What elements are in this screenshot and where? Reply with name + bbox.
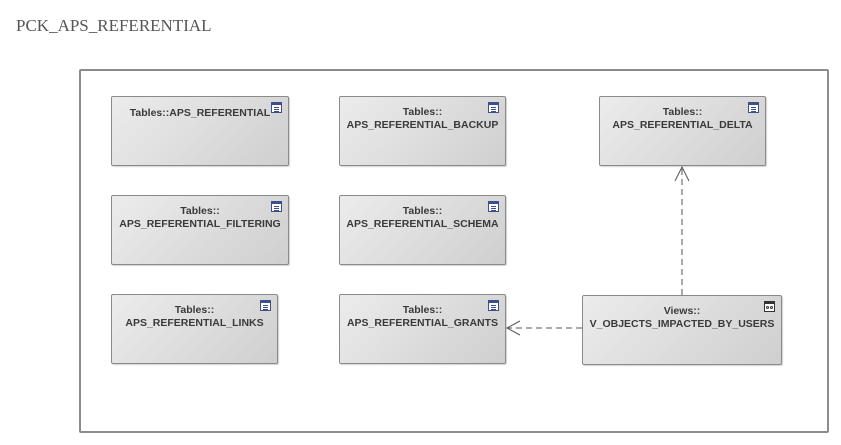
table-icon — [488, 201, 499, 212]
node-label-line2: V_OBJECTS_IMPACTED_BY_USERS — [589, 318, 775, 330]
table-icon — [488, 102, 499, 113]
dependency-connector-grants[interactable] — [505, 320, 582, 336]
view-icon — [764, 301, 775, 312]
view-v-objects-impacted-by-users[interactable]: Views:: V_OBJECTS_IMPACTED_BY_USERS — [582, 295, 782, 365]
table-icon — [260, 300, 271, 311]
node-label-line1: Views:: — [663, 305, 701, 317]
table-aps-referential-delta[interactable]: Tables:: APS_REFERENTIAL_DELTA — [599, 96, 766, 166]
table-aps-referential[interactable]: Tables::APS_REFERENTIAL — [111, 96, 289, 166]
package-title: PCK_APS_REFERENTIAL — [16, 16, 212, 35]
node-label-line1: Tables:: — [174, 304, 215, 316]
node-label-line2: APS_REFERENTIAL_FILTERING — [119, 218, 281, 230]
node-label-line2: APS_REFERENTIAL_BACKUP — [346, 119, 499, 131]
table-icon — [488, 300, 499, 311]
table-aps-referential-links[interactable]: Tables:: APS_REFERENTIAL_LINKS — [111, 294, 278, 364]
node-label-line1: Tables:: — [402, 304, 443, 316]
node-label-line2: APS_REFERENTIAL_SCHEMA — [346, 218, 499, 230]
node-label-line2: APS_REFERENTIAL_DELTA — [612, 119, 753, 131]
table-icon — [748, 102, 759, 113]
table-aps-referential-grants[interactable]: Tables:: APS_REFERENTIAL_GRANTS — [339, 294, 506, 364]
table-aps-referential-backup[interactable]: Tables:: APS_REFERENTIAL_BACKUP — [339, 96, 506, 166]
node-label-line1: Tables:: — [180, 205, 220, 217]
dependency-connector-delta[interactable] — [674, 165, 690, 295]
table-icon — [271, 201, 282, 212]
node-label-line2: APS_REFERENTIAL_LINKS — [125, 317, 264, 329]
table-aps-referential-filtering[interactable]: Tables:: APS_REFERENTIAL_FILTERING — [111, 195, 289, 265]
table-icon — [271, 102, 282, 113]
node-label-line1: Tables:: — [402, 205, 443, 217]
table-aps-referential-schema[interactable]: Tables:: APS_REFERENTIAL_SCHEMA — [339, 195, 506, 265]
node-label-line1: Tables::APS_REFERENTIAL — [129, 107, 271, 119]
node-label-line1: Tables:: — [402, 106, 443, 118]
node-label-line2: APS_REFERENTIAL_GRANTS — [346, 317, 499, 329]
node-label-line1: Tables:: — [662, 106, 703, 118]
